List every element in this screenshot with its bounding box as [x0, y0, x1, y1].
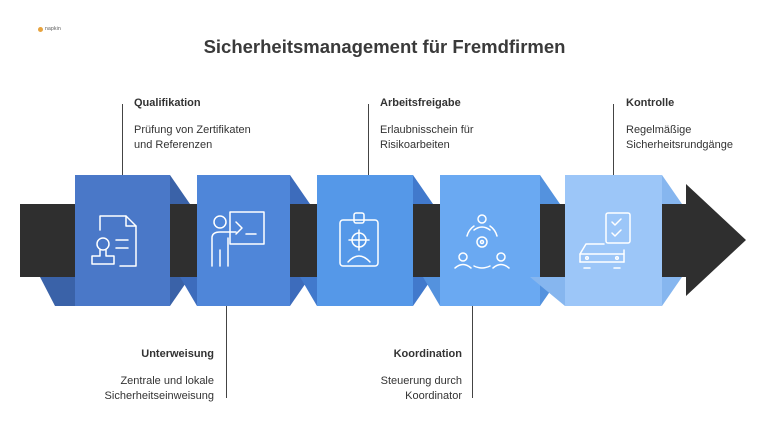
step-desc-line: Koordinator — [405, 390, 462, 402]
step-desc-line: Zentrale und lokale — [120, 375, 214, 387]
step-desc-line: Steuerung durch — [380, 375, 462, 387]
logo-text: napkin — [45, 26, 61, 32]
step-heading: Arbeitsfreigabe — [380, 97, 461, 109]
logo: napkin — [38, 26, 61, 32]
step-label-arbeitsfreigabe: Arbeitsfreigabe Erlaubnisschein für Risi… — [380, 96, 560, 153]
step-heading: Koordination — [393, 348, 462, 360]
team-gear-icon — [454, 214, 510, 269]
step-panel-kontrolle — [530, 175, 682, 306]
step-heading: Kontrolle — [626, 97, 675, 109]
logo-mark-icon — [38, 26, 43, 32]
step-label-qualifikation: Qualifikation Prüfung von Zertifikaten u… — [134, 96, 314, 153]
connector-line-unterweisung — [226, 306, 227, 398]
connector-line-koordination — [472, 306, 473, 398]
step-desc-line: Sicherheitseinweisung — [104, 390, 214, 402]
step-heading: Unterweisung — [141, 348, 214, 360]
step-panel-koordination — [423, 175, 560, 306]
step-desc-line: und Referenzen — [134, 139, 213, 151]
step-heading: Qualifikation — [134, 97, 201, 109]
step-desc-line: Sicherheitsrundgänge — [626, 139, 734, 151]
connector-line-qualifikation — [122, 104, 123, 175]
step-label-kontrolle: Kontrolle Regelmäßige Sicherheitsrundgän… — [626, 96, 766, 153]
presenter-board-icon — [211, 211, 265, 267]
page-title: Sicherheitsmanagement für Fremdfirmen — [203, 36, 566, 57]
step-desc-line: Erlaubnisschein für — [380, 124, 474, 136]
id-badge-icon — [339, 212, 379, 267]
certificate-stamp-icon — [91, 215, 137, 267]
step-label-koordination: Koordination Steuerung durch Koordinator — [282, 347, 462, 404]
connector-line-kontrolle — [613, 104, 614, 175]
car-checklist-icon — [579, 212, 631, 269]
step-desc-line: Risikoarbeiten — [380, 139, 450, 151]
step-desc-line: Regelmäßige — [626, 124, 692, 136]
step-desc-line: Prüfung von Zertifikaten — [134, 124, 251, 136]
step-label-unterweisung: Unterweisung Zentrale und lokale Sicherh… — [34, 347, 214, 404]
connector-line-arbeitsfreigabe — [368, 104, 369, 175]
